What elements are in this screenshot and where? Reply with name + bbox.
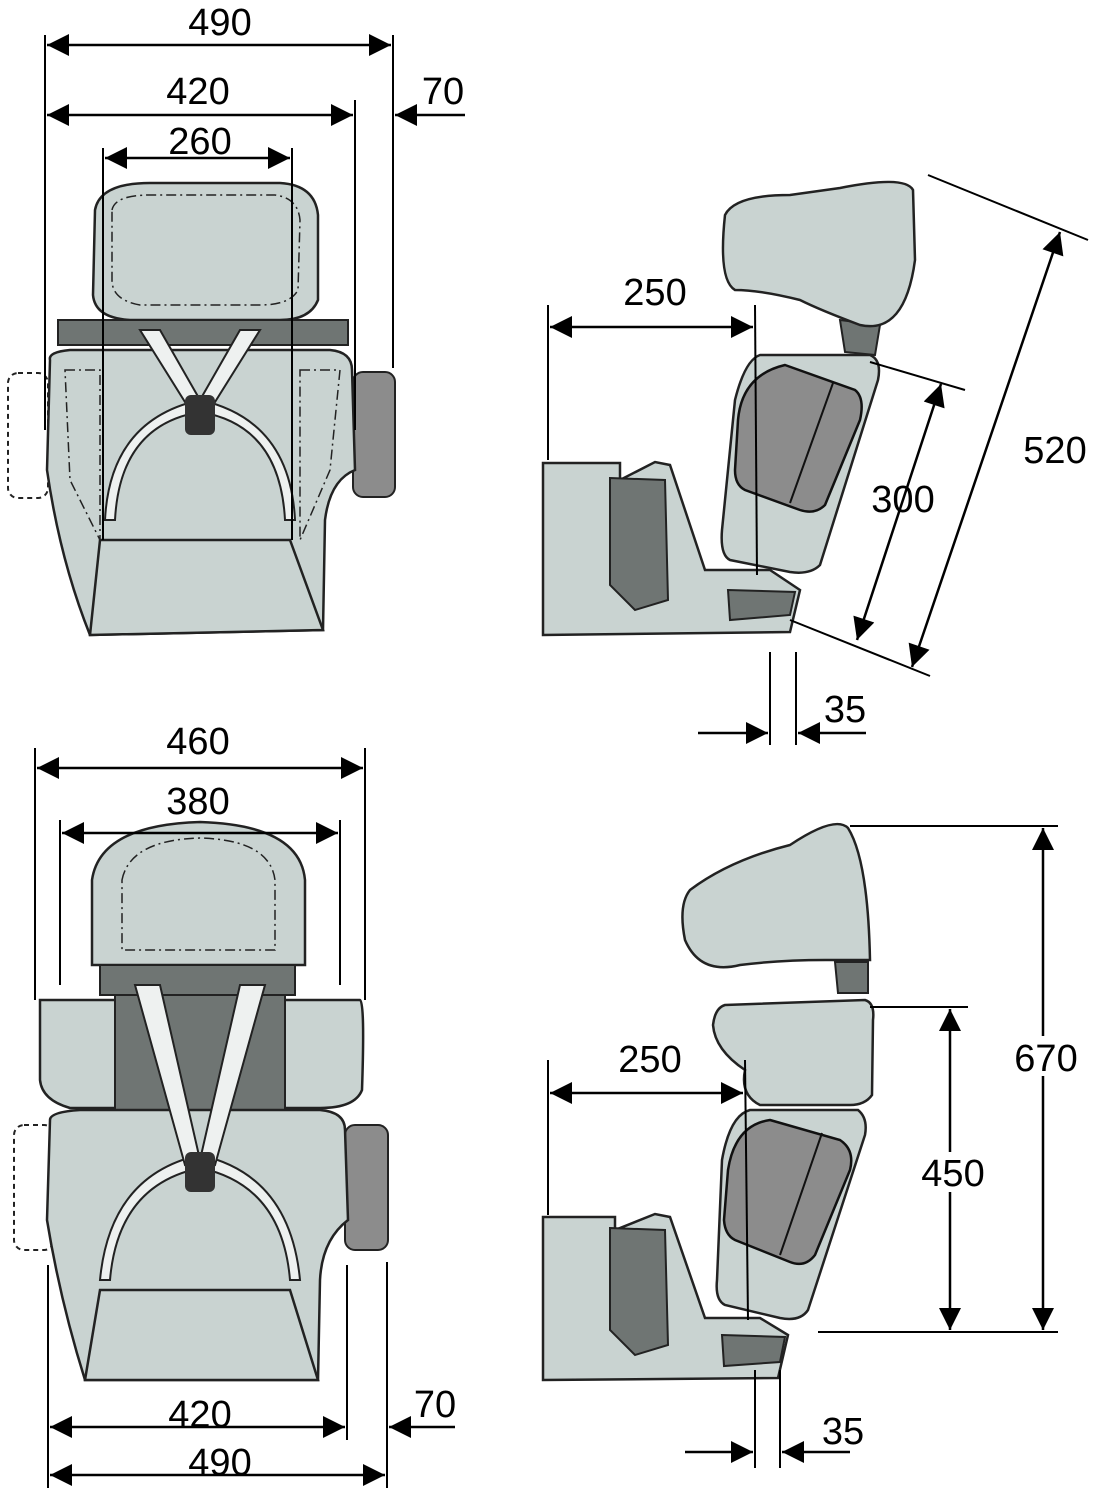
label-seat-width: 420 — [168, 1394, 231, 1436]
seat-drawing-extended — [13, 820, 389, 1382]
label-offset: 35 — [824, 689, 866, 731]
label-seat-depth: 250 — [623, 272, 686, 314]
label-offset: 35 — [822, 1411, 864, 1453]
label-headrest-width: 260 — [168, 121, 231, 163]
bottom-front-view: 460 380 420 490 70 — [13, 721, 456, 1488]
label-backrest-height: 300 — [871, 479, 934, 521]
seat-side-drawing-extended — [541, 822, 875, 1382]
label-seat-width: 420 — [166, 71, 229, 113]
label-total-height: 520 — [1023, 430, 1086, 472]
seat-drawing — [7, 181, 396, 637]
label-headrest-inner-width: 380 — [166, 781, 229, 823]
bottom-side-view: 250 670 450 35 — [541, 822, 1078, 1468]
label-headrest-width: 460 — [166, 721, 229, 763]
label-backrest-height: 450 — [921, 1153, 984, 1195]
label-side-extension: 70 — [414, 1384, 456, 1426]
label-seat-depth: 250 — [618, 1039, 681, 1081]
label-total-height: 670 — [1014, 1038, 1077, 1080]
label-overall-width: 490 — [188, 2, 251, 44]
top-side-view: 250 300 520 35 — [541, 174, 1089, 745]
seat-side-drawing — [541, 180, 917, 637]
dimension-line-520 — [908, 231, 1064, 668]
label-side-extension: 70 — [422, 71, 464, 113]
label-overall-width: 490 — [188, 1442, 251, 1484]
top-front-view: 490 420 70 260 — [7, 2, 465, 637]
